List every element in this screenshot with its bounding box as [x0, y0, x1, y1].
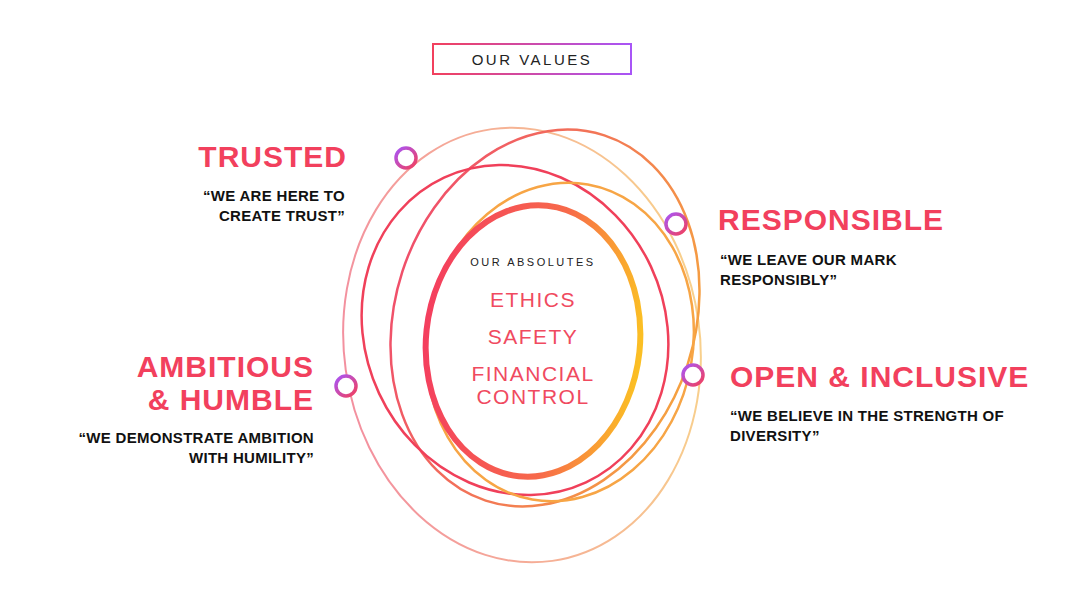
value-dot	[396, 148, 416, 168]
outer-loop	[315, 104, 728, 585]
value-quote: “WE ARE HERE TO CREATE TRUST”	[180, 186, 345, 226]
value-heading: TRUSTED	[97, 140, 347, 173]
absolute-item: SAFETY	[433, 325, 633, 348]
absolute-item: ETHICS	[433, 288, 633, 311]
value-quote: “WE LEAVE OUR MARK RESPONSIBLY”	[720, 250, 920, 290]
absolute-item: FINANCIAL CONTROL	[458, 362, 608, 408]
value-dot	[336, 376, 356, 396]
value-heading: RESPONSIBLE	[718, 203, 1018, 236]
title-box: OUR VALUES	[432, 43, 632, 75]
absolutes-loop: OUR ABSOLUTES ETHICS SAFETY FINANCIAL CONTR…	[420, 200, 646, 482]
value-dot	[683, 365, 703, 385]
absolutes-heading: OUR ABSOLUTES	[433, 256, 633, 268]
yellow-loop	[401, 161, 719, 522]
red-loop	[308, 114, 722, 545]
value-quote: “WE BELIEVE IN THE STRENGTH OF DIVERSITY…	[730, 406, 1020, 446]
value-dot	[666, 214, 686, 234]
thick-loop	[412, 195, 653, 488]
title-text: OUR VALUES	[472, 51, 593, 68]
orange-loop	[343, 89, 747, 547]
value-quote: “WE DEMONSTRATE AMBITION WITH HUMILITY”	[44, 428, 314, 468]
value-heading: OPEN & INCLUSIVE	[730, 360, 1050, 393]
value-heading: AMBITIOUS & HUMBLE	[114, 350, 314, 416]
